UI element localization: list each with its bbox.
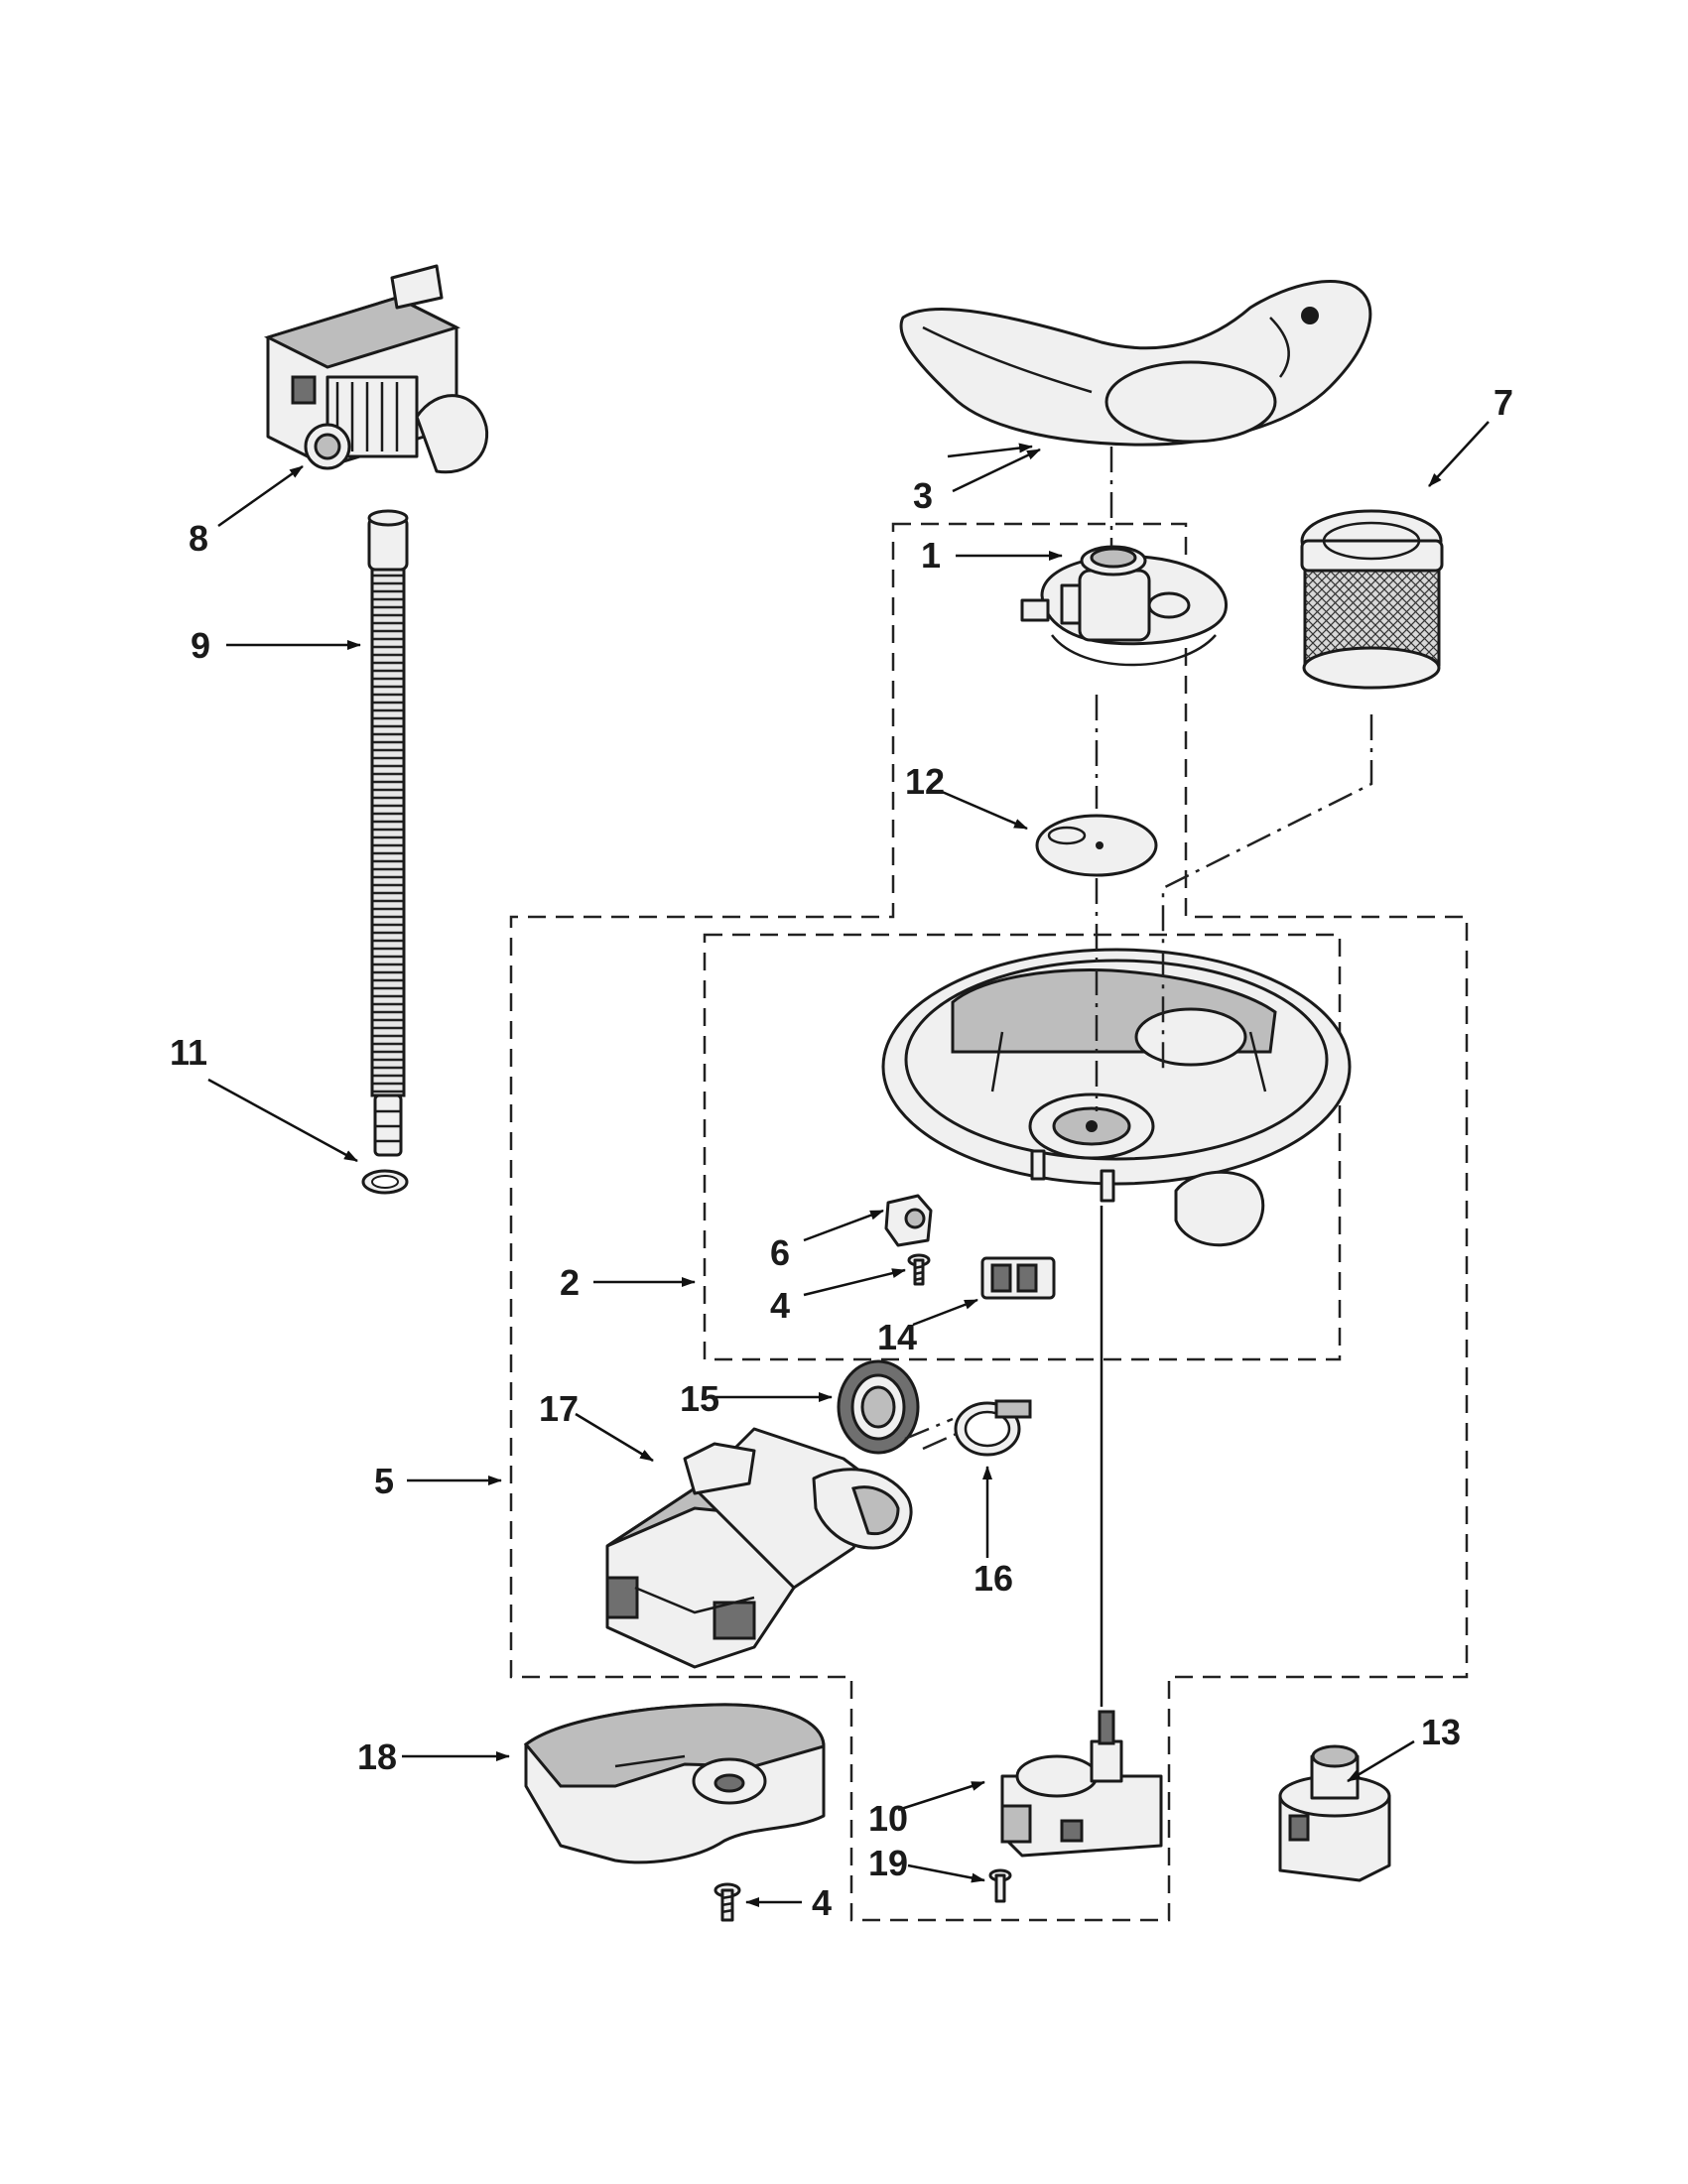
callout-16: 16 xyxy=(974,1558,1013,1599)
callout-labels: 8 9 11 3 1 7 12 2 6 4 14 15 17 16 5 18 4… xyxy=(170,382,1513,1923)
part-11-clamp xyxy=(361,1169,409,1195)
callout-2: 2 xyxy=(560,1262,580,1303)
callout-6: 6 xyxy=(770,1232,790,1273)
part-16-clamp xyxy=(954,1399,1032,1457)
callout-15: 15 xyxy=(680,1378,719,1419)
callout-19: 19 xyxy=(868,1843,908,1883)
part-7-filter xyxy=(1300,509,1444,690)
callout-8: 8 xyxy=(189,518,208,559)
center-lines xyxy=(904,447,1373,1707)
callout-12: 12 xyxy=(905,761,945,802)
callout-4-upper: 4 xyxy=(770,1285,790,1326)
part-1-hub xyxy=(1020,545,1229,667)
part-13-sensor xyxy=(1278,1744,1391,1882)
part-2-sump xyxy=(881,948,1352,1247)
leader-arrows xyxy=(207,421,1490,1907)
part-6-bracket xyxy=(884,1194,933,1247)
callout-18: 18 xyxy=(357,1736,397,1777)
callout-4-lower: 4 xyxy=(812,1882,832,1923)
part-9-drain-hose xyxy=(367,509,409,1157)
callout-14: 14 xyxy=(877,1317,917,1357)
assembly-outline-2 xyxy=(703,933,1342,1361)
part-8-drain-pump xyxy=(263,264,489,474)
part-15-seal xyxy=(837,1359,920,1455)
callout-10: 10 xyxy=(868,1798,908,1839)
part-10-diverter xyxy=(1000,1710,1163,1858)
callout-7: 7 xyxy=(1493,382,1513,423)
callout-1: 1 xyxy=(921,535,941,576)
callout-13: 13 xyxy=(1421,1712,1461,1752)
callout-17: 17 xyxy=(539,1388,579,1429)
part-12-disc xyxy=(1035,814,1158,877)
part-18-cover xyxy=(523,1703,826,1864)
callout-5: 5 xyxy=(374,1461,394,1501)
part-3-shield xyxy=(899,280,1372,447)
callout-3: 3 xyxy=(913,475,933,516)
part-19-screw xyxy=(988,1868,1012,1903)
part-14-connector xyxy=(980,1256,1056,1300)
assembly-outline-5 xyxy=(509,522,1469,1922)
part-4-screw-upper xyxy=(907,1253,931,1286)
callout-11: 11 xyxy=(170,1032,207,1073)
callout-9: 9 xyxy=(191,625,210,666)
part-17-pump-motor xyxy=(605,1427,913,1669)
part-4-screw-lower xyxy=(714,1882,741,1922)
